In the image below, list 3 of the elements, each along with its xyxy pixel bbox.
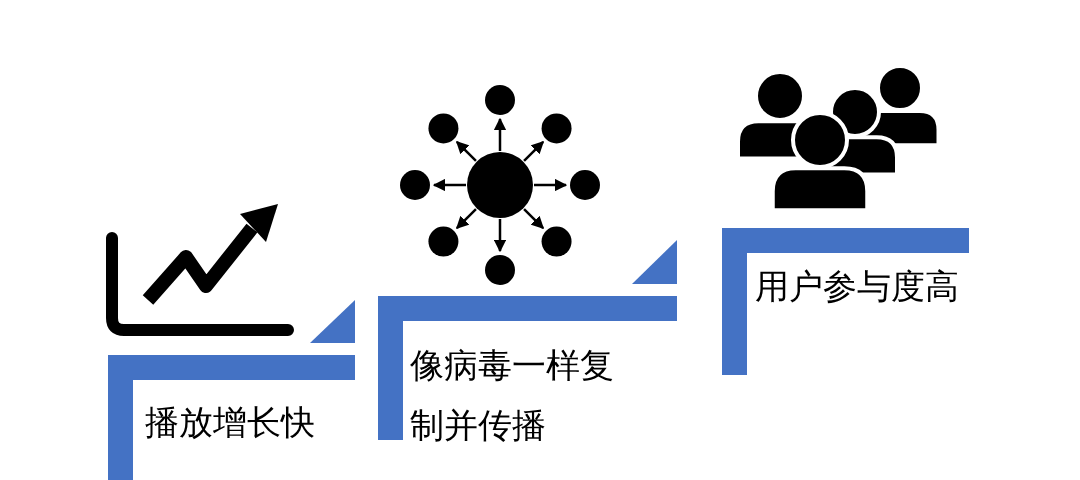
step-label: 播放增长快 — [145, 401, 316, 444]
step-label: 像病毒一样复制并传播 — [410, 344, 615, 447]
step-label: 用户参与度高 — [755, 265, 960, 308]
